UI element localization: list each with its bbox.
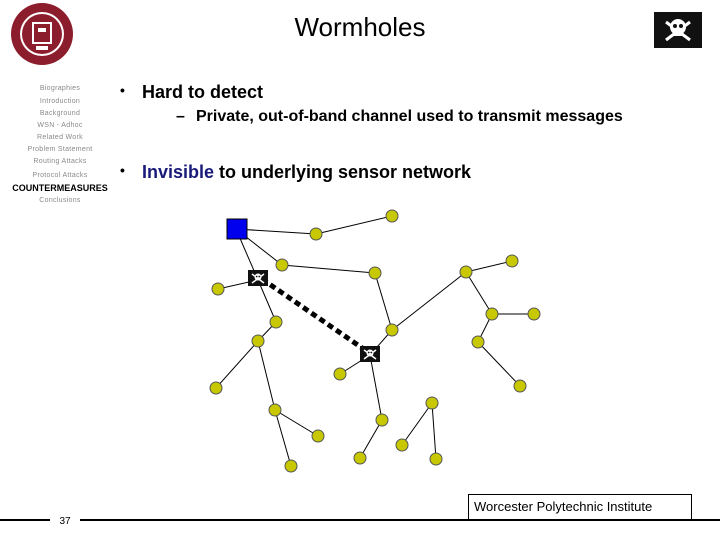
bullet-hard-to-detect: • Hard to detect [120, 82, 263, 103]
nav-item-related-work[interactable]: Related Work [37, 134, 83, 141]
sensor-node [459, 265, 473, 279]
sensor-node [513, 379, 527, 393]
sensor-node [505, 254, 519, 268]
wormhole-link [260, 276, 370, 355]
wpi-seal-icon [11, 3, 73, 65]
sensor-node [425, 396, 439, 410]
sub-bullet-text: Private, out-of-band channel used to tra… [196, 108, 623, 125]
sensor-node [353, 451, 367, 465]
sensor-node [375, 413, 389, 427]
nav-item-wsn-adhoc[interactable]: WSN - Adhoc [37, 122, 83, 129]
sensor-node [209, 381, 223, 395]
nav-item-background[interactable]: Background [39, 110, 81, 117]
sub-bullet-dash: – [176, 108, 185, 125]
bullet-text: Hard to detect [142, 82, 264, 102]
page-title: Wormholes [294, 12, 426, 42]
footer-box [468, 494, 692, 520]
nav-item-problem-statement[interactable]: Problem Statement [27, 146, 93, 153]
sensor-node [385, 209, 399, 223]
skull-crossbones-icon [248, 270, 268, 286]
sensor-node [211, 282, 225, 296]
sensor-nodes [209, 209, 541, 473]
bullet-text: to underlying sensor network [214, 162, 472, 182]
bullet-highlight-text: Invisible [142, 162, 215, 182]
base-station-node [226, 218, 248, 240]
sensor-node [284, 459, 298, 473]
sensor-node [395, 438, 409, 452]
sensor-node [385, 323, 399, 337]
sensor-node [485, 307, 499, 321]
page-number: 37 [50, 516, 80, 527]
nav-item-routing-attacks[interactable]: Routing Attacks [33, 158, 87, 165]
footer-institution: Worcester Polytechnic Institute [474, 499, 653, 514]
sensor-node [269, 315, 283, 329]
sensor-node [368, 266, 382, 280]
network-links [215, 215, 534, 467]
sensor-node [275, 258, 289, 272]
nav-item-countermeasures[interactable]: COUNTERMEASURES [12, 183, 108, 193]
sensor-node [333, 367, 347, 381]
bullet-invisible: • Invisible to underlying sensor network [120, 162, 471, 183]
sensor-node [309, 227, 323, 241]
sensor-node [527, 307, 541, 321]
skull-crossbones-icon [654, 12, 702, 48]
footer-rule [0, 519, 720, 521]
bullet-dot: • [120, 162, 125, 178]
sub-bullet-private-channel: –Private, out-of-band channel used to tr… [176, 108, 623, 126]
nav-item-biographies[interactable]: Biographies [39, 85, 81, 92]
nav-item-introduction[interactable]: Introduction [39, 98, 81, 105]
sensor-node [429, 452, 443, 466]
sensor-node [251, 334, 265, 348]
sensor-node [471, 335, 485, 349]
sensor-node [311, 429, 325, 443]
sensor-node [268, 403, 282, 417]
nav-item-conclusions[interactable]: Conclusions [39, 197, 81, 204]
bullet-dot: • [120, 82, 125, 98]
nav-item-protocol-attacks[interactable]: Protocol Attacks [32, 172, 88, 179]
skull-crossbones-icon [360, 346, 380, 362]
